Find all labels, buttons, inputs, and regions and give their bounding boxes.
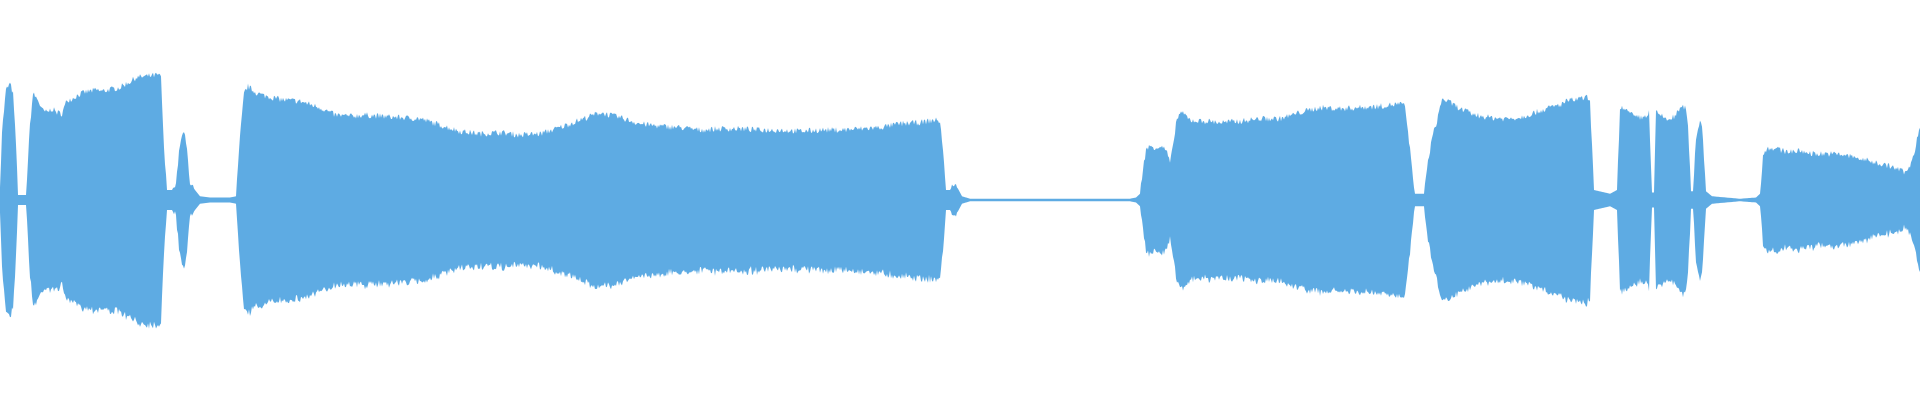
- waveform-shape: [0, 72, 1920, 329]
